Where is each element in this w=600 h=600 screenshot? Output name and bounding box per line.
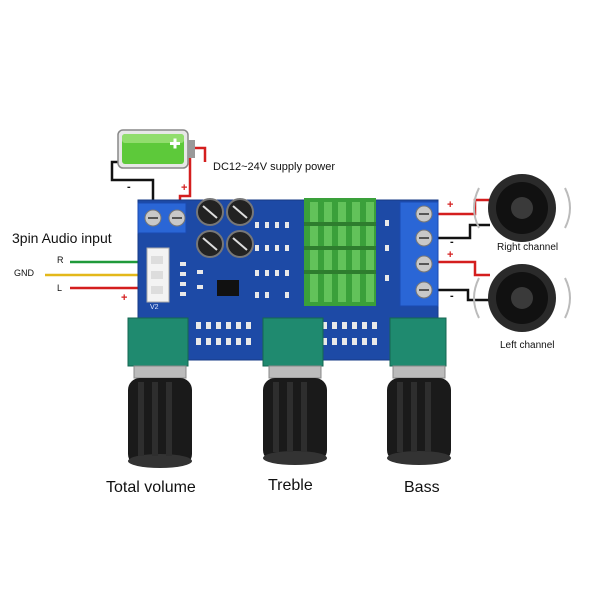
speaker-wires: [430, 198, 490, 302]
knob-label-total-volume: Total volume: [106, 479, 196, 496]
right-minus-sign: -: [450, 236, 454, 248]
speaker-left-icon: [473, 264, 571, 332]
left-channel-label: Left channel: [500, 340, 555, 351]
power-minus-sign: -: [127, 181, 131, 193]
audio-input-r-label: R: [57, 255, 64, 265]
right-plus-sign: +: [447, 199, 454, 211]
knob-total-volume-icon: [128, 365, 192, 468]
knob-label-treble: Treble: [268, 477, 313, 494]
right-channel-label: Right channel: [497, 242, 559, 253]
heatsink: [304, 198, 376, 306]
capacitors: [196, 198, 254, 258]
board-mark: V2: [150, 304, 159, 311]
power-plus-sign: +: [181, 182, 188, 194]
audio-input-gnd-label: GND: [14, 268, 34, 278]
speaker-right-icon: [473, 174, 571, 242]
audio-input-plus-sign: +: [121, 292, 128, 304]
audio-wires: [45, 260, 148, 290]
left-minus-sign: -: [450, 290, 454, 302]
audio-input-l-label: L: [57, 283, 63, 293]
knob-label-bass: Bass: [404, 479, 440, 496]
power-wires: [110, 146, 207, 210]
audio-input-title: 3pin Audio input: [12, 230, 112, 246]
knob-treble-icon: [263, 365, 327, 465]
battery-icon: [117, 129, 195, 169]
pot-bases: [127, 317, 447, 367]
power-label: DC12~24V supply power: [213, 161, 335, 173]
knob-bass-icon: [387, 365, 451, 465]
left-plus-sign: +: [447, 249, 454, 261]
